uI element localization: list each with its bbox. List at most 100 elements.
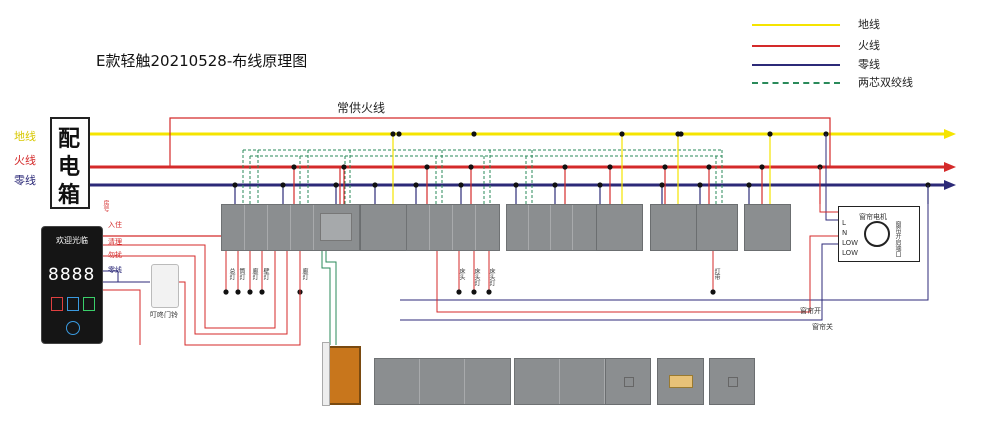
curtain-motor-pin-low1: LOW (842, 239, 859, 247)
switch-group-3 (506, 204, 597, 251)
switch-single (696, 204, 738, 251)
switch-group-1 (221, 204, 360, 251)
junction-dot (333, 182, 339, 188)
curtain-close-wire (400, 243, 838, 321)
controller-display: 8888 (48, 265, 96, 285)
controller-neutral-wire-2 (101, 270, 119, 282)
distribution-box-char-2: 电 (58, 155, 81, 180)
junction-dot (486, 289, 492, 295)
junction-dot (468, 164, 474, 170)
ground-bus-arrow (944, 129, 956, 139)
junction-dot (552, 182, 558, 188)
fixture-label: 廊灯 (251, 268, 258, 280)
legend-label: 地线 (858, 18, 880, 31)
socket-1 (360, 204, 407, 251)
junction-dot (259, 289, 265, 295)
fixture-label: 壁灯 (262, 268, 269, 280)
junction-dot (662, 164, 668, 170)
junction-dot (223, 289, 229, 295)
junction-dot (341, 164, 347, 170)
junction-dot (513, 182, 519, 188)
junction-dot (706, 164, 712, 170)
motor-n-wire (825, 134, 838, 221)
card-switch-slot (320, 213, 352, 241)
junction-dot (562, 164, 568, 170)
junction-dot (746, 182, 752, 188)
bottom-sockets-1 (374, 358, 511, 405)
bottom-card-switch (657, 358, 704, 405)
doorbell-label: 叮咚门铃 (150, 311, 178, 319)
distribution-box-char-3: 箱 (58, 183, 81, 208)
fixture-label: 床头灯 (473, 268, 480, 286)
controller-brand: 欢迎光临 (56, 236, 88, 245)
legend-label: 火线 (858, 39, 880, 52)
legend-label: 零线 (858, 58, 880, 71)
legend-swatch (752, 45, 840, 47)
dnd-icon (51, 297, 63, 311)
junction-dot (232, 182, 238, 188)
bottom-blank-2 (709, 358, 755, 405)
switch-group-2 (406, 204, 500, 251)
ground-bus-label: 地线 (14, 130, 36, 143)
legend-label: 两芯双绞线 (858, 76, 913, 89)
curtain-open-wire (436, 235, 838, 313)
fixture-label: 总灯 (228, 268, 235, 280)
door-icon (327, 346, 361, 405)
junction-dot (390, 131, 396, 137)
curtain-motor-pin-n: N (842, 229, 848, 237)
legend-swatch (752, 64, 840, 66)
door-sensor-wire-2 (325, 249, 337, 345)
controller-side-label: 清理 (108, 238, 122, 246)
bottom-blank-1 (605, 358, 651, 405)
doorbell-wire (177, 249, 301, 346)
junction-dot (678, 131, 684, 137)
curtain-motor-title: 窗帘电机 (859, 213, 887, 221)
constant-live-label: 常供火线 (337, 101, 386, 115)
controller-side-label: 房号 (102, 200, 109, 212)
legend-item: 两芯双绞线 (752, 74, 992, 92)
junction-dot (759, 164, 765, 170)
neutral-bus-arrow (944, 180, 956, 190)
motor-l-wire (819, 167, 838, 213)
curtain-open-label: 窗帘开 (800, 307, 821, 315)
checkin-icon (83, 297, 95, 311)
legend-swatch (752, 82, 840, 84)
live-bus-label: 火线 (14, 154, 36, 167)
junction-dot (424, 164, 430, 170)
fixture-label: 床头 (458, 268, 465, 280)
curtain-close-label: 窗帘关 (812, 323, 833, 331)
fixture-label: 灯带 (713, 268, 720, 280)
junction-dot (710, 289, 716, 295)
junction-dot (659, 182, 665, 188)
room-controller: 欢迎光临 8888 (41, 226, 103, 344)
junction-dot (372, 182, 378, 188)
neutral-return (400, 185, 929, 301)
junction-dot (280, 182, 286, 188)
junction-dot (619, 131, 625, 137)
legend-item: 火线 (752, 37, 992, 55)
junction-dot (607, 164, 613, 170)
bell-icon (66, 321, 80, 335)
neutral-bus-label: 零线 (14, 174, 36, 187)
page-title: E款轻触20210528-布线原理图 (96, 52, 308, 70)
legend-swatch (752, 24, 840, 26)
junction-dot (396, 131, 402, 137)
dnd-wire (101, 249, 288, 335)
controller-side-label: 勿扰 (108, 251, 122, 259)
socket-4 (744, 204, 791, 251)
curtain-motor-port-label: 窗帘开启端口 (894, 221, 901, 257)
junction-dot (767, 131, 773, 137)
socket-3 (650, 204, 697, 251)
junction-dot (471, 131, 477, 137)
doorbell (151, 264, 179, 308)
fixture-label: 廊灯 (301, 268, 308, 280)
legend-item: 地线 (752, 16, 992, 34)
junction-dot (291, 164, 297, 170)
controller-power-wire (101, 289, 141, 345)
socket-2 (596, 204, 643, 251)
curtain-motor: 窗帘电机 L N LOW LOW 窗帘开启端口 (838, 206, 920, 262)
legend-item: 零线 (752, 56, 992, 74)
junction-dot (697, 182, 703, 188)
distribution-box-char-1: 配 (58, 127, 81, 152)
